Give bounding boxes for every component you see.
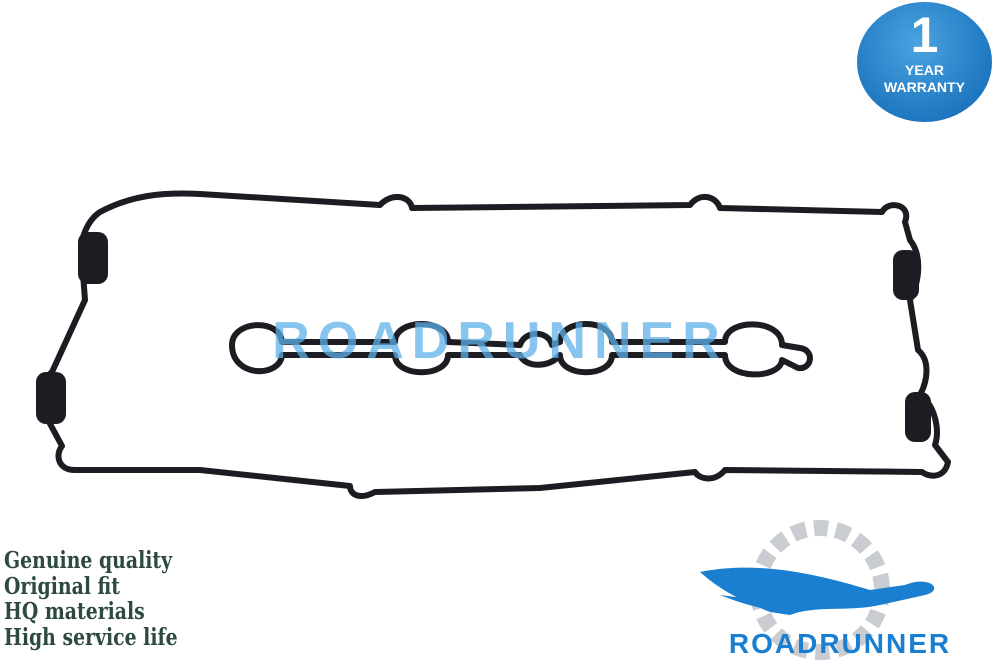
feature-item: Genuine quality	[4, 547, 173, 574]
warranty-badge: 1 YEAR WARRANTY	[857, 2, 992, 122]
warranty-years: 1	[910, 7, 939, 63]
warranty-line1: YEAR	[905, 62, 944, 78]
brand-logo-text: ROADRUNNER	[728, 628, 952, 659]
outer-gasket	[40, 190, 951, 499]
feature-item: Original fit	[4, 572, 120, 600]
feature-list: Genuine quality Original fit HQ material…	[4, 548, 178, 650]
inner-gasket	[229, 321, 813, 378]
roadrunner-logo-graphic	[700, 520, 935, 660]
watermark-text: ROADRUNNER	[272, 312, 728, 370]
feature-item: High service life	[4, 623, 178, 651]
warranty-line2: WARRANTY	[884, 79, 965, 95]
feature-item: HQ materials	[4, 598, 145, 625]
